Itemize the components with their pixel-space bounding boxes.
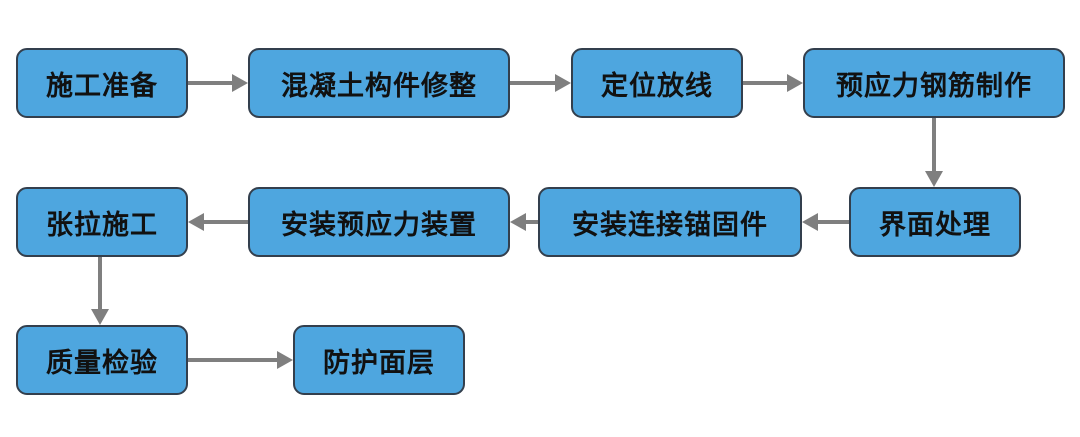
arrow-3-to-4 — [743, 74, 803, 92]
step-concrete-member-repair: 混凝土构件修整 — [248, 48, 510, 118]
step-quality-inspection: 质量检验 — [16, 325, 188, 395]
step-install-anchor-fittings: 安装连接锚固件 — [538, 187, 802, 257]
arrow-6-to-7 — [510, 213, 538, 231]
step-tensioning: 张拉施工 — [16, 187, 188, 257]
arrow-1-to-2 — [188, 74, 248, 92]
step-interface-treatment: 界面处理 — [849, 187, 1021, 257]
arrow-9-to-10 — [188, 351, 293, 369]
step-construction-preparation: 施工准备 — [16, 48, 188, 118]
step-protective-surface-layer: 防护面层 — [293, 325, 465, 395]
arrow-5-to-6 — [802, 213, 849, 231]
step-prestressed-rebar-making: 预应力钢筋制作 — [803, 48, 1065, 118]
step-install-prestress-device: 安装预应力装置 — [248, 187, 510, 257]
step-positioning-layout: 定位放线 — [571, 48, 743, 118]
arrow-8-to-9 — [91, 257, 109, 325]
arrow-7-to-8 — [188, 213, 248, 231]
arrow-2-to-3 — [510, 74, 571, 92]
arrow-4-to-5 — [925, 118, 943, 187]
